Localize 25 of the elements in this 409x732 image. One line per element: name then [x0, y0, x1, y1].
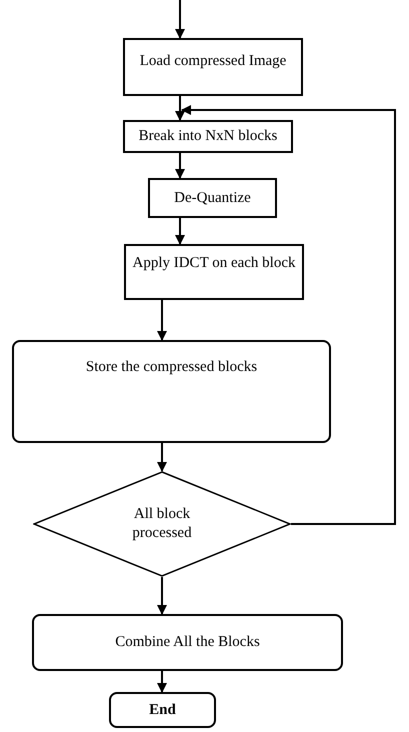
process-box	[148, 178, 277, 218]
node-label: De-Quantize	[174, 188, 251, 208]
arrow	[175, 153, 185, 179]
arrow	[175, 218, 185, 245]
node-label: End	[149, 700, 176, 720]
node-label: Apply IDCT on each block	[132, 254, 296, 273]
rounded-process-box	[12, 340, 331, 443]
arrow	[181, 105, 396, 525]
arrow	[157, 671, 167, 693]
rounded-process-box	[32, 614, 343, 671]
node-label: Combine All the Blocks	[115, 633, 260, 652]
process-box	[123, 120, 293, 153]
node-label: Load compressed Image	[140, 52, 286, 71]
arrow	[157, 300, 167, 341]
process-box	[123, 38, 303, 96]
rounded-process-box	[109, 692, 216, 728]
node-label: Break into NxN blocks	[138, 127, 278, 146]
arrow	[157, 443, 167, 472]
arrow	[175, 0, 185, 39]
arrow	[157, 577, 167, 615]
arrow	[175, 96, 185, 121]
process-box	[124, 244, 304, 300]
decision-diamond	[33, 471, 291, 577]
node-label: Store the compressed blocks	[86, 358, 258, 377]
node-label: All block processed	[131, 505, 193, 543]
